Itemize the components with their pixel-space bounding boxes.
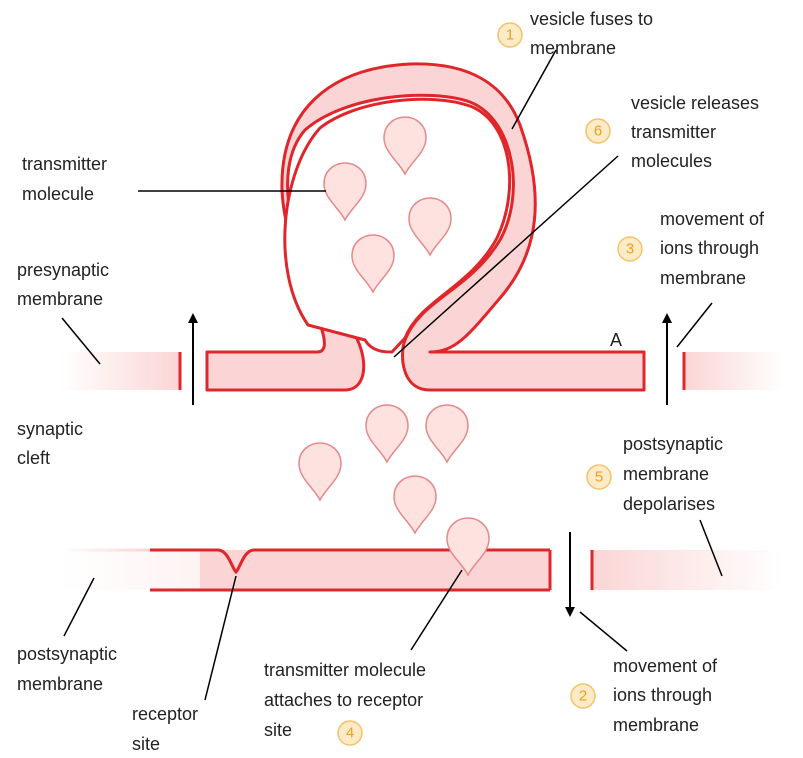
step-2-text-line3: membrane xyxy=(613,715,699,735)
step-1-text-line2: membrane xyxy=(530,38,616,58)
transmitter-molecule-icon xyxy=(299,443,341,500)
step-3-number: 3 xyxy=(626,241,634,258)
step-6: 6 vesicle releases transmitter molecules xyxy=(586,93,759,171)
presynaptic-membrane-label-line1: presynaptic xyxy=(17,260,109,280)
step-5-text-line2: membrane xyxy=(623,464,709,484)
step-4: 4 transmitter molecule attaches to recep… xyxy=(264,660,426,745)
transmitter-molecule-label-line1: transmitter xyxy=(22,154,107,174)
step-2-number: 2 xyxy=(579,688,587,705)
step-3-text-line3: membrane xyxy=(660,268,746,288)
step-6-text-line1: vesicle releases xyxy=(631,93,759,113)
point-a-label: A xyxy=(610,330,622,350)
step-6-text-line2: transmitter xyxy=(631,122,716,142)
postsynaptic-membrane-label-line1: postsynaptic xyxy=(17,644,117,664)
step-5-text-line3: depolarises xyxy=(623,494,715,514)
step-1: 1 vesicle fuses to membrane xyxy=(498,9,653,58)
step-5: 5 postsynaptic membrane depolarises xyxy=(587,434,723,514)
transmitter-molecule-icon xyxy=(426,405,468,462)
transmitter-molecule-icon xyxy=(394,476,436,533)
step-3: 3 movement of ions through membrane xyxy=(618,209,765,288)
step-2-text-line1: movement of xyxy=(613,656,718,676)
postsynaptic-membrane-shape xyxy=(60,550,784,590)
step-6-text-line3: molecules xyxy=(631,151,712,171)
transmitter-molecule-icon xyxy=(366,405,408,462)
step-1-number: 1 xyxy=(506,27,514,44)
step-4-number: 4 xyxy=(346,725,354,742)
step-2: 2 movement of ions through membrane xyxy=(571,656,718,735)
step-6-number: 6 xyxy=(594,123,602,140)
step-2-text-line2: ions through xyxy=(613,685,712,705)
step-1-text-line1: vesicle fuses to xyxy=(530,9,653,29)
step-5-number: 5 xyxy=(595,469,603,486)
receptor-site-label-line2: site xyxy=(132,734,160,754)
step-4-text-line2: attaches to receptor xyxy=(264,690,423,710)
step-4-text-line3: site xyxy=(264,720,292,740)
step-4-text-line1: transmitter molecule xyxy=(264,660,426,680)
presynaptic-membrane-label-line2: membrane xyxy=(17,289,103,309)
step-3-text-line2: ions through xyxy=(660,238,759,258)
postsynaptic-membrane-label-line2: membrane xyxy=(17,674,103,694)
transmitter-molecule-label-line2: molecule xyxy=(22,184,94,204)
synaptic-cleft-label-line1: synaptic xyxy=(17,419,83,439)
step-3-text-line1: movement of xyxy=(660,209,765,229)
synaptic-cleft-label-line2: cleft xyxy=(17,448,50,468)
step-5-text-line1: postsynaptic xyxy=(623,434,723,454)
receptor-site-label-line1: receptor xyxy=(132,704,198,724)
